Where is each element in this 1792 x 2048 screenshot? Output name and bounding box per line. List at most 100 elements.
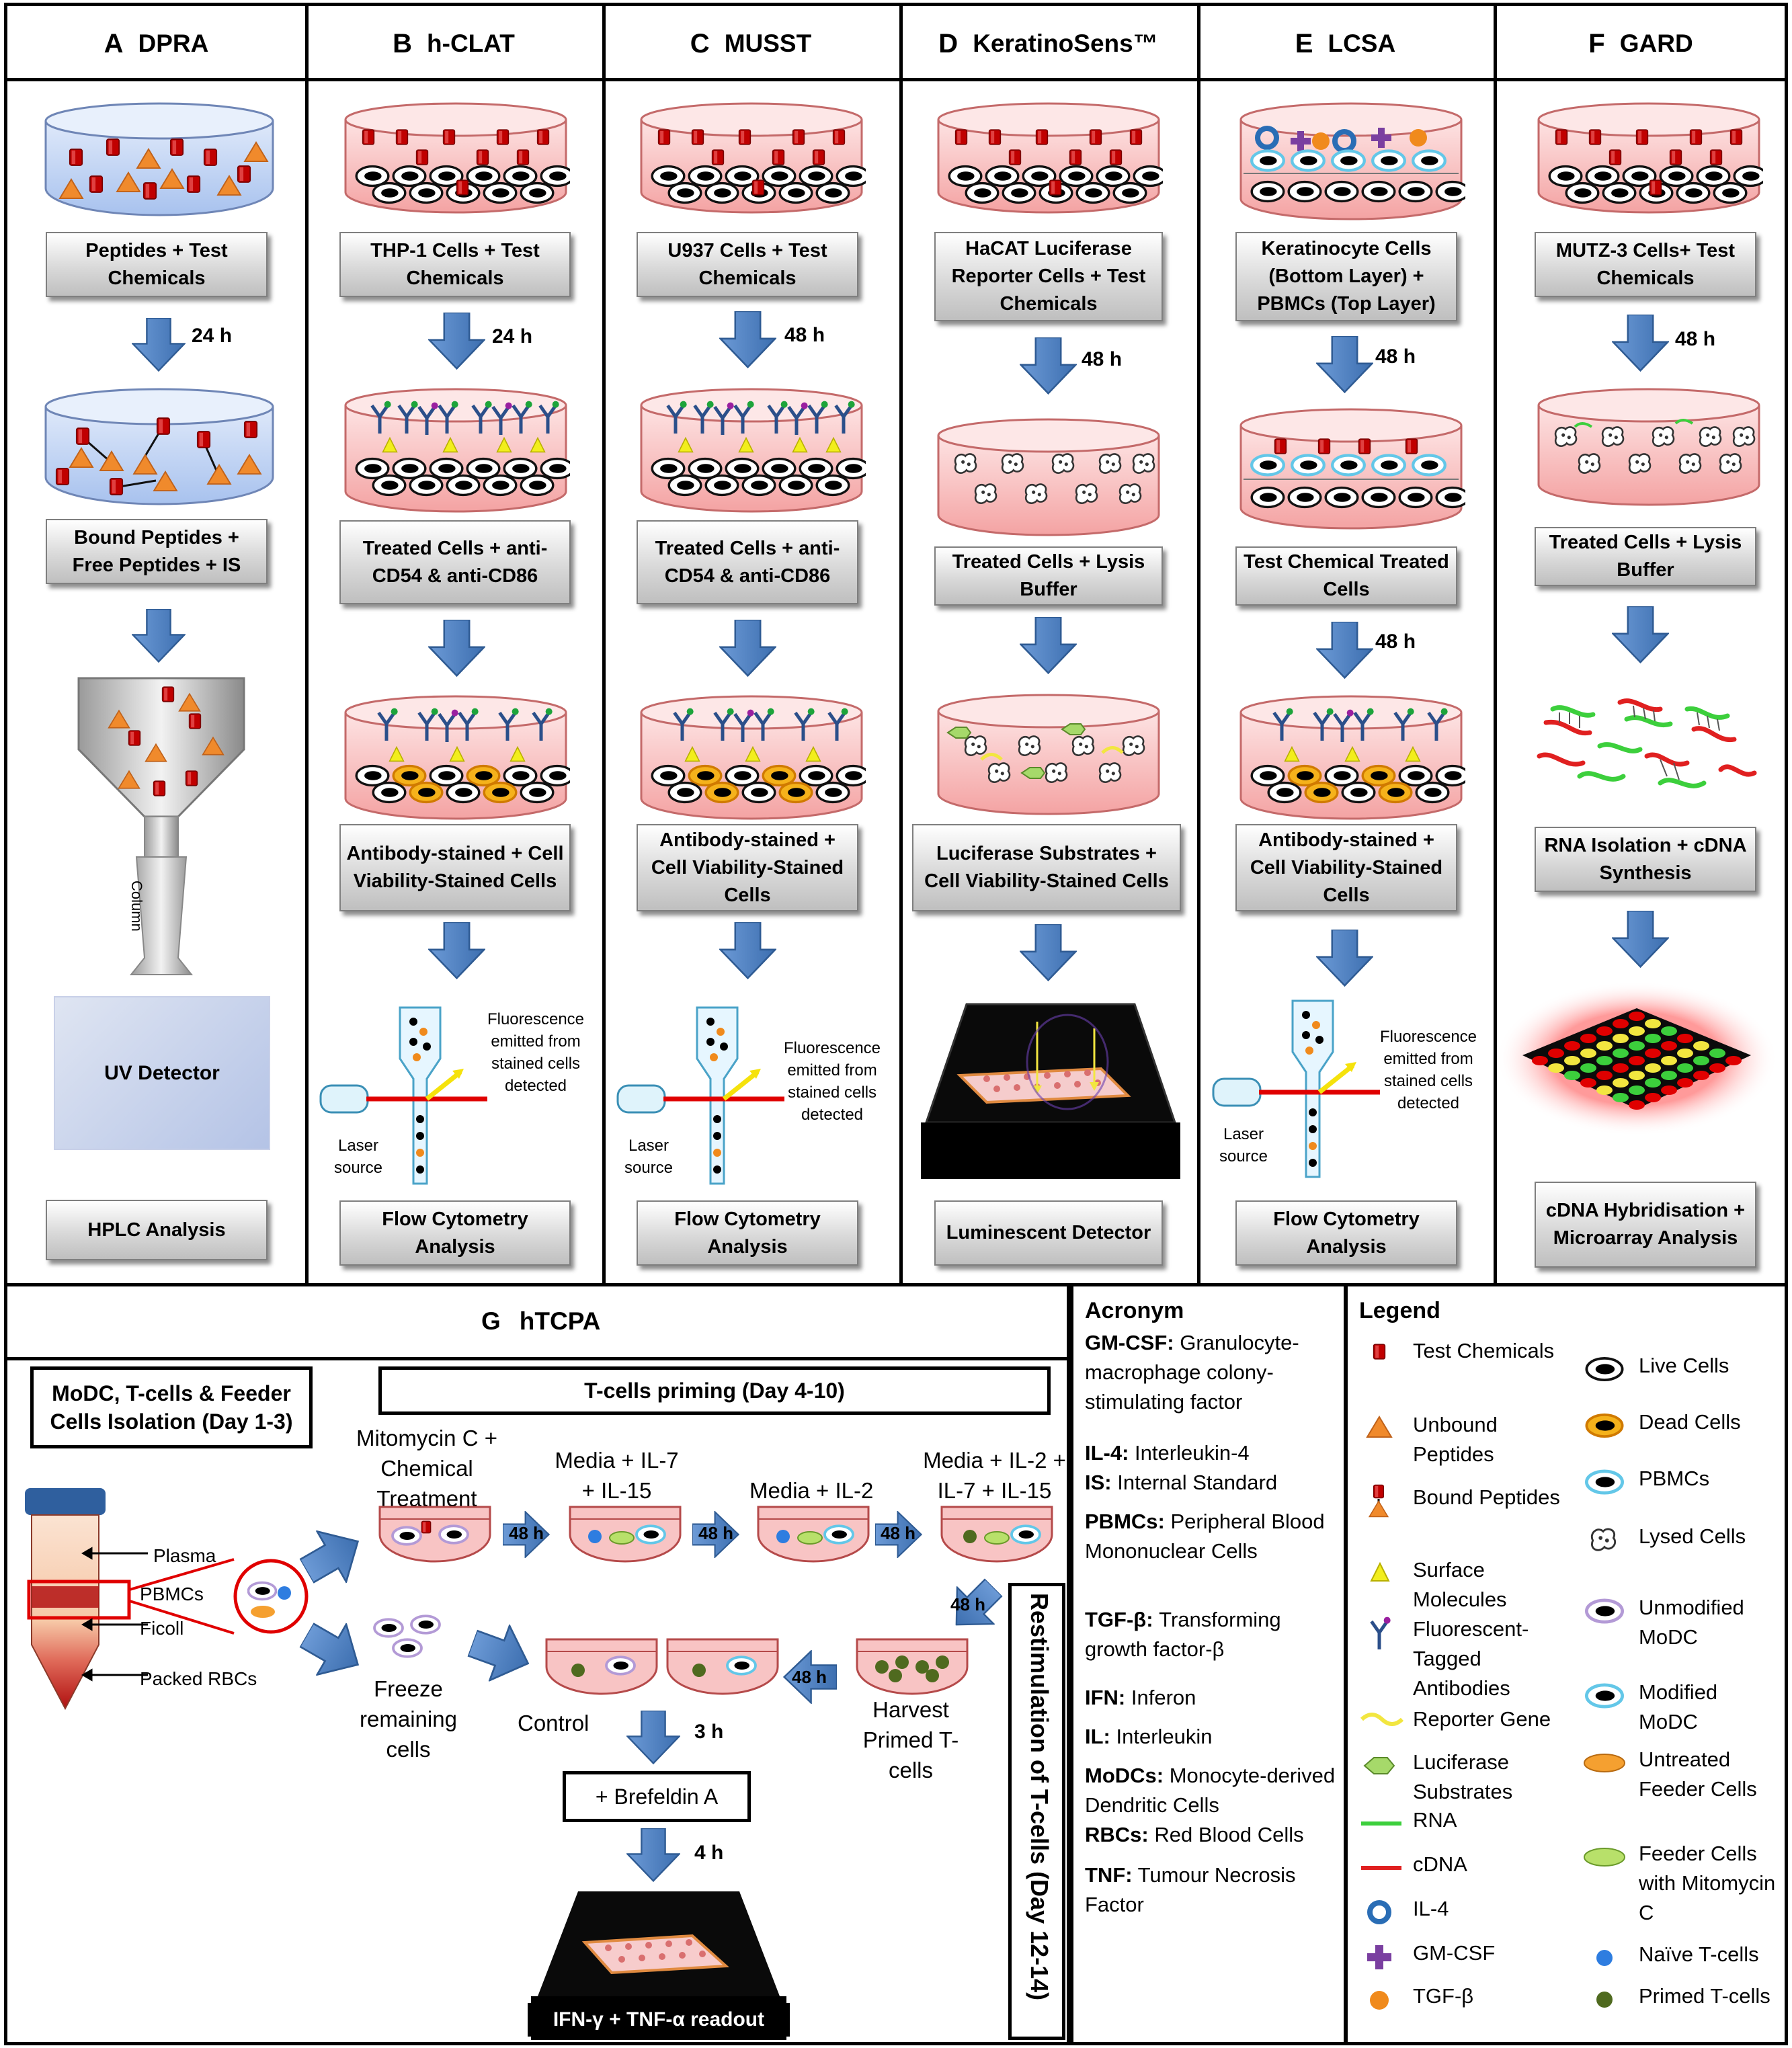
box-flow-cytometry: Flow Cytometry Analysis — [339, 1200, 571, 1266]
box-treated-cells-antibodies: Treated Cells + anti-CD54 & anti-CD86 — [339, 520, 571, 604]
microarray-spot — [1564, 1056, 1580, 1065]
acronym-item: TGF-β: Transforming growth factor-β — [1085, 1608, 1281, 1661]
well-mitomycin — [378, 1506, 491, 1563]
dish-peptides — [44, 102, 274, 216]
arrow-down — [1316, 336, 1373, 393]
microarray-spot — [1645, 1078, 1661, 1088]
microarray-spot — [1709, 1049, 1725, 1058]
microarray-spot — [1677, 1078, 1693, 1088]
microarray-spot — [1661, 1056, 1677, 1065]
time-label: 3 h — [694, 1721, 724, 1743]
microarray-spot — [1693, 1041, 1709, 1051]
legend-pbmc-icon — [1581, 1465, 1628, 1499]
dish-cells-test-chemicals — [937, 102, 1163, 214]
legend-il4-icon — [1367, 1900, 1391, 1924]
box-antibody-stained-cells: Antibody-stained + Cell Viability-Staine… — [637, 824, 858, 911]
well-media-il7-il15 — [569, 1506, 682, 1563]
microarray-spot — [1548, 1063, 1564, 1073]
microarray-spot — [1564, 1071, 1580, 1080]
top-panel-frame — [4, 3, 1788, 1286]
legend-title: Legend — [1359, 1298, 1440, 1323]
microarray-spot — [1596, 1071, 1613, 1080]
legend-gmcsf-icon — [1367, 1945, 1391, 1969]
box-restimulation: Restimulation of T-cells (Day 12-14) — [1008, 1583, 1065, 2040]
box-antibody-stained-cells: Antibody-stained + Cell Viability-Staine… — [1235, 824, 1457, 911]
legend-item-label: Bound Peptides — [1413, 1485, 1560, 1509]
arrow-down — [1612, 606, 1669, 663]
dish-test-chemical-treated — [1239, 408, 1465, 530]
legend-item-label: Fluorescent-Tagged Antibodies — [1413, 1617, 1529, 1700]
legend-item-label: Untreated Feeder Cells — [1639, 1748, 1757, 1801]
legend-item-label: Lysed Cells — [1639, 1524, 1746, 1548]
acronym-item: IFN: Inferon — [1085, 1686, 1196, 1709]
arrow-down — [1020, 337, 1077, 395]
arrow-down — [719, 922, 776, 979]
box-treated-lysis: Treated Cells + Lysis Buffer — [934, 546, 1163, 606]
acronym-item: IL-4: Interleukin-4 — [1085, 1441, 1250, 1465]
time-label: 48 h — [1082, 348, 1123, 370]
time-label: 48 h — [1375, 630, 1416, 653]
g-header-line — [4, 1357, 1070, 1360]
legend-rna-icon — [1361, 1821, 1401, 1826]
legend-chem-icon — [1373, 1344, 1386, 1360]
label-media-il2: Media + IL-2 — [749, 1478, 874, 1503]
box-flow-cytometry: Flow Cytometry Analysis — [1235, 1200, 1457, 1266]
legend-item-label: TGF-β — [1413, 1984, 1474, 2008]
arrow-down — [132, 318, 186, 372]
pbmc-highlight-box — [27, 1580, 131, 1620]
legend-cell-icon — [1585, 1356, 1624, 1382]
dish-cells-test-chemicals — [640, 102, 866, 214]
legend-lysed-icon — [1590, 1528, 1617, 1551]
g-panel-frame — [4, 1285, 1070, 2045]
microarray-spot — [1580, 1049, 1596, 1058]
legend-bound-icon — [1369, 1484, 1389, 1518]
box-test-chemical-treated: Test Chemical Treated Cells — [1235, 546, 1457, 606]
fluorescence-label: Fluorescence emitted from stained cells … — [1379, 1028, 1477, 1112]
legend-feeder1-icon — [1584, 1848, 1625, 1867]
flow-cytometer — [319, 1006, 487, 1185]
microarray-spot — [1693, 1056, 1709, 1065]
legend-item-label: cDNA — [1413, 1852, 1467, 1876]
time-label: 48 h — [1375, 345, 1416, 368]
readout-label: IFN-γ + TNF-α readout — [528, 2003, 790, 2037]
time-label: 48 h — [792, 1667, 827, 1687]
legend-item-label: Modified MoDC — [1639, 1680, 1718, 1733]
dish-antibody-stained — [640, 695, 866, 820]
box-bound-free-peptides: Bound Peptides + Free Peptides + IS — [46, 519, 268, 584]
acronym-item: TNF: Tumour Necrosis Factor — [1085, 1863, 1296, 1916]
box-keratinocyte-pbmcs: Keratinocyte Cells (Bottom Layer) + PBMC… — [1235, 232, 1457, 321]
restimulation-label: Restimulation of T-cells (Day 12-14) — [1026, 1593, 1053, 2001]
legend-feeder0-icon — [1584, 1754, 1625, 1772]
arrow-down — [428, 620, 485, 677]
arrow-down — [719, 311, 776, 368]
microarray-chip — [1496, 981, 1778, 1136]
microarray-spot — [1596, 1056, 1613, 1065]
legend-panel — [1344, 1285, 1788, 2045]
box-treated-lysis: Treated Cells + Lysis Buffer — [1535, 527, 1756, 586]
well-control — [545, 1638, 658, 1695]
well-harvest — [856, 1638, 969, 1695]
acronym-item: GM-CSF: Granulocyte-macrophage colony-st… — [1085, 1331, 1299, 1414]
laser-source-label: Laser source — [333, 1137, 383, 1177]
arrow-down — [626, 1711, 680, 1764]
column-divider — [1494, 6, 1497, 1286]
header-band — [7, 6, 1785, 81]
box-thp1-cells: THP-1 Cells + Test Chemicals — [339, 232, 571, 297]
box-luciferase-substrates: Luciferase Substrates + Cell Viability-S… — [912, 824, 1181, 911]
pbmc-zoom-circle — [129, 1558, 309, 1635]
box-rna-isolation: RNA Isolation + cDNA Synthesis — [1535, 827, 1756, 892]
label-harvest: Harvest Primed T-cells — [862, 1697, 959, 1783]
label-media-il7-il15: Media + IL-7 + IL-15 — [555, 1448, 679, 1503]
column-divider — [602, 6, 606, 1286]
microarray-spot — [1596, 1026, 1613, 1036]
box-mutz3-cells: MUTZ-3 Cells+ Test Chemicals — [1535, 232, 1756, 297]
microarray-spot — [1629, 1071, 1645, 1080]
microarray-spot — [1613, 1049, 1629, 1058]
blood-tube — [25, 1488, 106, 1711]
microarray-spot — [1725, 1056, 1742, 1065]
well-media-il2 — [757, 1506, 870, 1563]
